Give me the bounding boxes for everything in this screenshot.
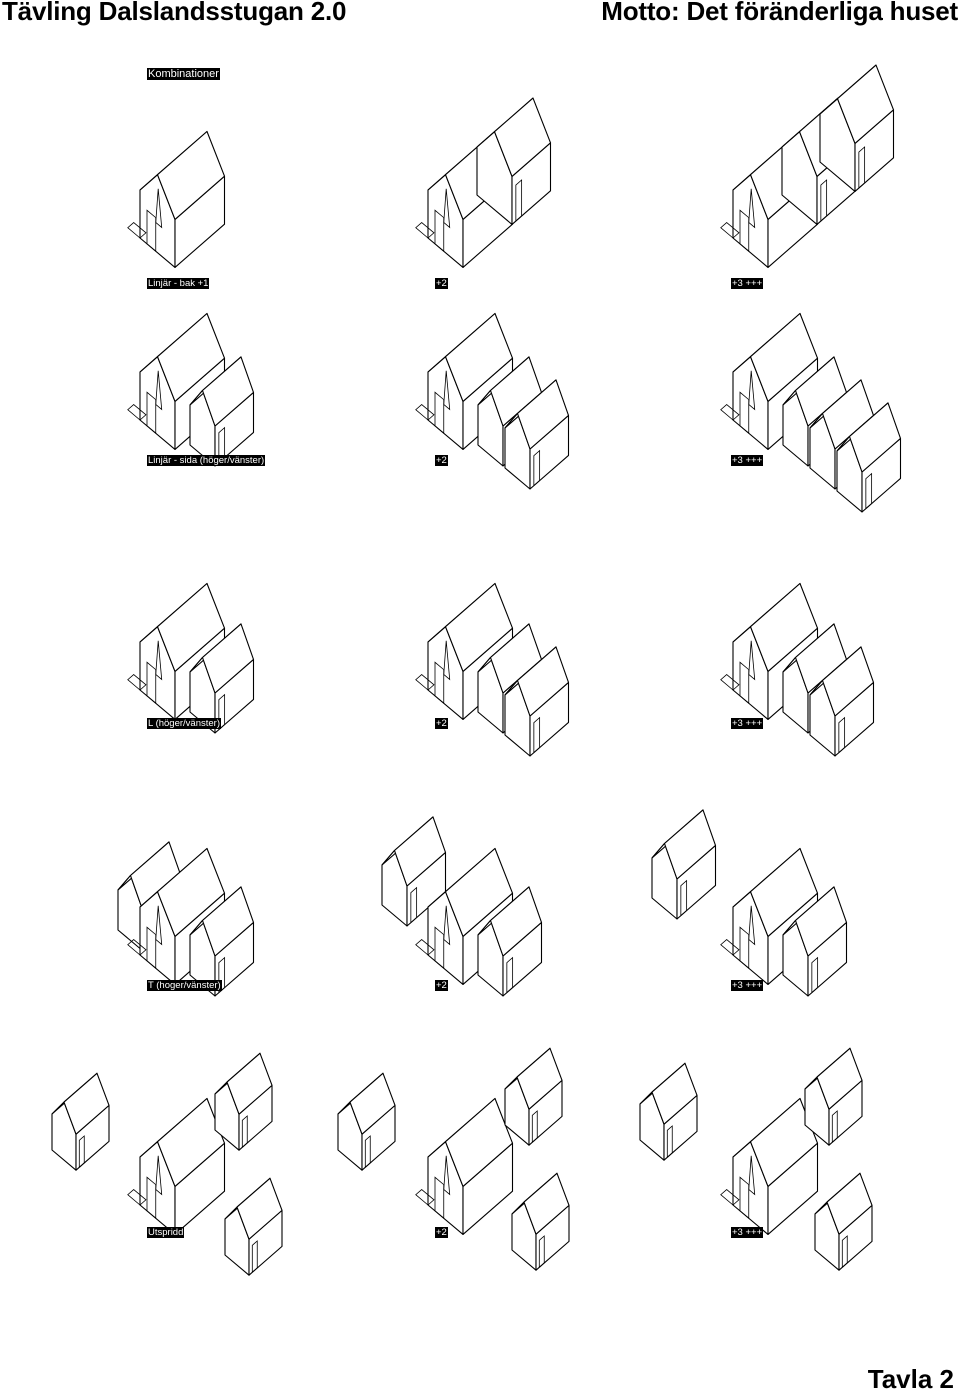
row-label-linjar-bak-1: Linjär - bak +1: [147, 278, 210, 289]
main-house-r5c3: [720, 1097, 819, 1235]
wing-right-r4c1: [189, 886, 255, 997]
side-house-r3c3b: [809, 646, 875, 757]
wing-left-r4c3: [651, 809, 717, 920]
main-house-r5c2: [415, 1097, 514, 1235]
row-label-l-form-3: +3 +++: [731, 718, 764, 729]
row-label-utspridd-1: Utspridd: [147, 1227, 185, 1238]
row-label-linjar-sida-1: Linjär - sida (höger/vänster): [147, 455, 266, 466]
main-house-r4c3: [720, 847, 819, 985]
cabin-c-r5c2: [511, 1172, 570, 1271]
side-house-r3c2b: [504, 646, 570, 757]
side-house-r2c2b: [504, 379, 570, 490]
row-label-t-form-3: +3 +++: [731, 980, 764, 991]
ext-house-r1c3b: [819, 64, 895, 192]
row-label-linjar-bak-2: +2: [435, 278, 448, 289]
main-house-r2c1: [127, 312, 226, 450]
competition-title: Tävling Dalslandsstugan 2.0: [2, 0, 347, 26]
row-label-linjar-sida-3: +3 +++: [731, 455, 764, 466]
row-label-utspridd-3: +3 +++: [731, 1227, 764, 1238]
row-label-utspridd-2: +2: [435, 1227, 448, 1238]
cabin-a-r5c2: [337, 1072, 396, 1171]
main-house-r5c1: [127, 1097, 226, 1235]
wing-left-r4c2: [381, 816, 447, 927]
motto-title: Motto: Det föränderliga huset: [601, 0, 958, 26]
sheet-label: Tavla 2: [867, 1364, 954, 1394]
cabin-b-r5c3: [804, 1047, 863, 1146]
cabin-a-r5c3: [639, 1062, 698, 1161]
row-label-l-form-2: +2: [435, 718, 448, 729]
cabin-c-r5c3: [814, 1172, 873, 1271]
row-label-linjar-sida-2: +2: [435, 455, 448, 466]
side-house-r2c3c: [836, 402, 902, 513]
main-house-r1c1: [127, 130, 226, 268]
side-house-r3c1: [189, 623, 255, 734]
section-label: Kombinationer: [147, 68, 220, 80]
cabin-b-r5c2: [504, 1047, 563, 1146]
side-house-r2c1: [189, 356, 255, 467]
wing-right-r4c2: [477, 886, 543, 997]
cabin-c-r5c1: [224, 1177, 283, 1276]
cabin-b-r5c1: [214, 1052, 273, 1151]
row-label-t-form-1: T (hoger/vänster): [147, 980, 222, 991]
wing-right-r4c3: [782, 886, 848, 997]
row-label-t-form-2: +2: [435, 980, 448, 991]
row-label-l-form-1: L (höger/vänster): [147, 718, 221, 729]
row-label-linjar-bak-3: +3 +++: [731, 278, 764, 289]
ext-house-r1c2: [476, 97, 552, 225]
cabin-a-r5c1: [51, 1072, 110, 1171]
